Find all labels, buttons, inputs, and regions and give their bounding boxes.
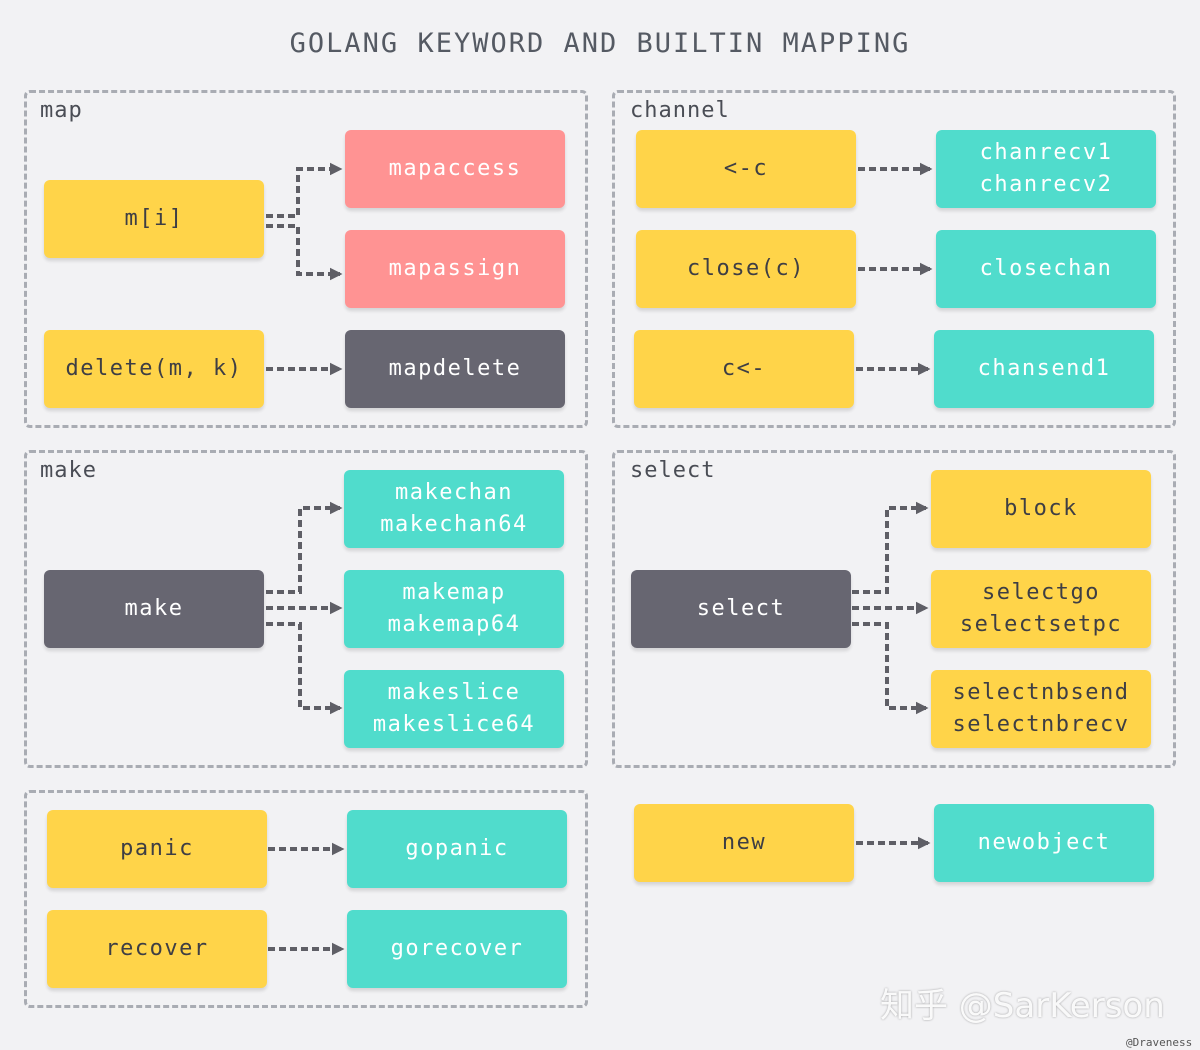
node-label: selectsetpc [959, 612, 1123, 637]
node-label: mapassign [388, 256, 522, 281]
node-selectnb: selectnbsend selectnbrecv [931, 670, 1151, 748]
node-label: delete(m, k) [65, 356, 243, 381]
arrow-select-block [852, 501, 929, 594]
node-label: makechan [395, 480, 513, 505]
node-makechan: makechan makechan64 [344, 470, 564, 548]
node-mapdelete: mapdelete [345, 330, 565, 408]
group-label-make: make [40, 458, 97, 483]
node-label: closechan [979, 256, 1113, 281]
node-label: mapdelete [388, 356, 522, 381]
diagram-title: GOLANG KEYWORD AND BUILTIN MAPPING [289, 28, 911, 59]
node-gorecover: gorecover [347, 910, 567, 988]
node-label: c<- [721, 356, 767, 381]
node-label: selectgo [982, 580, 1100, 605]
node-new: new [634, 804, 854, 882]
author-credit: @Draveness [1126, 1036, 1193, 1049]
arrow-make-makechan [266, 501, 343, 594]
arrow-select-selectnb [852, 622, 929, 715]
node-recover: recover [47, 910, 267, 988]
node-makeslice: makeslice makeslice64 [344, 670, 564, 748]
arrow-mi-mapaccess [266, 162, 343, 218]
node-selectgo: selectgo selectsetpc [931, 570, 1151, 648]
node-label: gorecover [390, 936, 524, 961]
node-label: block [1004, 496, 1078, 521]
node-mapaccess: mapaccess [345, 130, 565, 208]
node-label: chanrecv1 [979, 140, 1113, 165]
node-label: close(c) [687, 256, 805, 281]
node-label: newobject [977, 830, 1111, 855]
node-label: makemap64 [387, 612, 521, 637]
node-makemap: makemap makemap64 [344, 570, 564, 648]
node-make: make [44, 570, 264, 648]
arrow-make-makeslice [266, 622, 343, 715]
node-label: makemap [402, 580, 506, 605]
node-delete: delete(m, k) [44, 330, 264, 408]
node-select: select [631, 570, 851, 648]
node-chanrecv: chanrecv1 chanrecv2 [936, 130, 1156, 208]
group-channel [612, 90, 1176, 428]
watermark: 知乎 @SarKerson [880, 986, 1165, 1026]
group-label-channel: channel [630, 98, 730, 123]
node-panic: panic [47, 810, 267, 888]
node-label: makechan64 [380, 512, 528, 537]
group-make [24, 450, 588, 768]
group-label-select: select [630, 458, 716, 483]
node-block: block [931, 470, 1151, 548]
node-label: recover [105, 936, 209, 961]
node-send: c<- [634, 330, 854, 408]
group-panic-recover [24, 790, 588, 1008]
group-select [612, 450, 1176, 768]
group-map [24, 90, 588, 428]
node-label: selectnbrecv [952, 712, 1130, 737]
node-closechan: closechan [936, 230, 1156, 308]
node-label: make [124, 596, 184, 621]
node-chansend1: chansend1 [934, 330, 1154, 408]
node-label: gopanic [405, 836, 509, 861]
group-label-map: map [40, 98, 83, 123]
node-mapassign: mapassign [345, 230, 565, 308]
node-close: close(c) [636, 230, 856, 308]
node-label: makeslice [387, 680, 521, 705]
node-label: selectnbsend [952, 680, 1130, 705]
node-gopanic: gopanic [347, 810, 567, 888]
node-label: chanrecv2 [979, 172, 1113, 197]
node-label: mapaccess [388, 156, 522, 181]
node-label: select [696, 596, 786, 621]
node-label: chansend1 [977, 356, 1111, 381]
node-recv: <-c [636, 130, 856, 208]
node-label: panic [120, 836, 194, 861]
node-newobject: newobject [934, 804, 1154, 882]
node-label: new [721, 830, 767, 855]
node-label: <-c [723, 156, 769, 181]
node-label: makeslice64 [372, 712, 536, 737]
node-label: m[i] [124, 206, 184, 231]
arrow-mi-mapassign [266, 224, 343, 281]
node-m-index: m[i] [44, 180, 264, 258]
